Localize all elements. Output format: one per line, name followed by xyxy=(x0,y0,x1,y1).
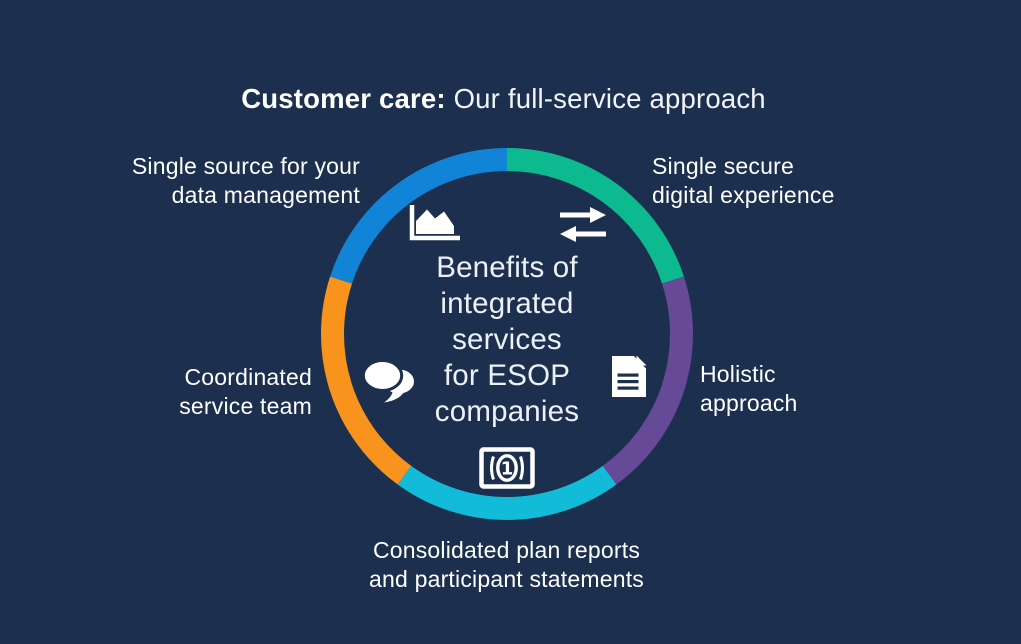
label-line: data management xyxy=(171,182,360,208)
center-caption-line: services xyxy=(452,323,562,356)
svg-text:1: 1 xyxy=(501,459,514,480)
document-icon xyxy=(612,355,647,397)
label-line: Single secure xyxy=(652,153,794,179)
ring-segment-consolidated-plan-reports xyxy=(397,465,617,520)
ring-segment-single-secure-digital-experience xyxy=(506,148,684,284)
ring-segment-coordinated-service-team xyxy=(321,276,412,485)
label-consolidated-plan-reports: Consolidated plan reports and participan… xyxy=(0,536,1013,594)
label-line: and participant statements xyxy=(369,566,644,592)
label-line: Holistic xyxy=(700,361,776,387)
label-single-source-data-management: Single source for your data management xyxy=(132,152,360,210)
center-caption-line: companies xyxy=(434,395,580,428)
label-line: Coordinated xyxy=(184,364,312,390)
label-holistic-approach: Holistic approach xyxy=(700,360,798,418)
label-line: digital experience xyxy=(652,182,835,208)
page-title: Customer care: Our full-service approach xyxy=(0,83,1007,115)
service-ring-diagram xyxy=(321,148,693,520)
center-caption-line: for ESOP xyxy=(443,359,571,392)
page-title-emphasis: Customer care: xyxy=(241,83,446,114)
ring-segment-holistic-approach xyxy=(602,276,693,485)
speech-bubbles-icon xyxy=(362,359,414,403)
ring-center-caption: Benefits of integrated services for ESOP… xyxy=(377,250,637,430)
label-coordinated-service-team: Coordinated service team xyxy=(179,363,312,421)
page-title-rest: Our full-service approach xyxy=(445,83,766,114)
label-line: approach xyxy=(700,390,798,416)
label-line: service team xyxy=(179,393,312,419)
label-line: Single source for your xyxy=(131,153,360,179)
transfer-arrows-icon xyxy=(560,207,606,242)
area-chart-icon xyxy=(409,205,460,241)
center-caption-line: integrated xyxy=(440,287,574,320)
center-caption-line: Benefits of xyxy=(436,251,578,284)
label-single-secure-digital-experience: Single secure digital experience xyxy=(652,152,835,210)
label-line: Consolidated plan reports xyxy=(372,537,641,563)
ring-segment-single-source-data-management xyxy=(330,148,508,284)
money-bill-icon: 1 xyxy=(479,447,535,489)
